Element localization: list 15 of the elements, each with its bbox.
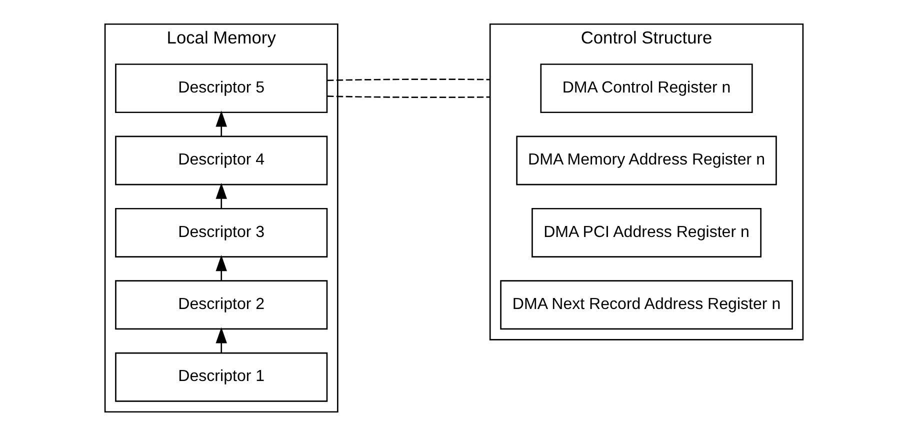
node-box: Descriptor 4	[115, 136, 328, 186]
node-box: Descriptor 2	[115, 280, 328, 330]
connector	[327, 96, 490, 98]
node-box: Descriptor 1	[115, 352, 328, 402]
arrow	[216, 182, 227, 208]
node-box: DMA Next Record Address Register n	[500, 280, 793, 330]
node-box: Descriptor 5	[115, 64, 328, 114]
node-box: DMA PCI Address Register n	[532, 208, 762, 258]
node-box: DMA Memory Address Register n	[516, 136, 777, 186]
node-box: Descriptor 3	[115, 208, 328, 258]
node-box: DMA Control Register n	[540, 64, 753, 114]
connector	[327, 78, 490, 82]
arrow	[216, 327, 227, 353]
arrow	[216, 110, 227, 136]
arrow	[216, 255, 227, 281]
